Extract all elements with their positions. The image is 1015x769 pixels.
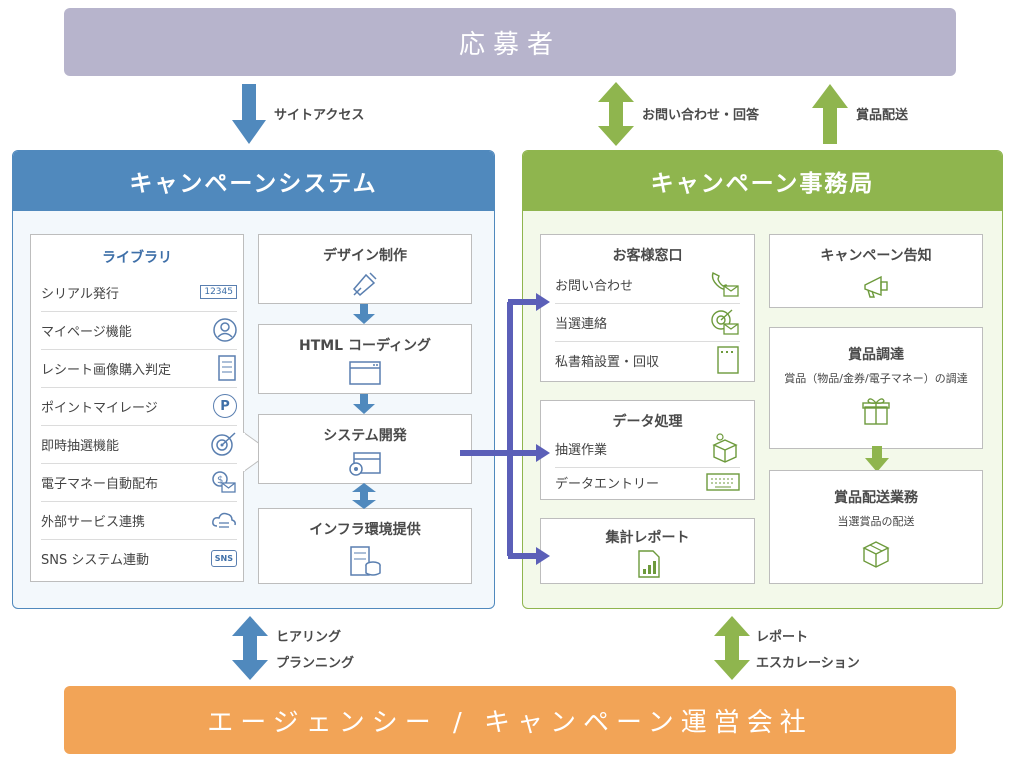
site-access-label: サイトアクセス bbox=[274, 108, 365, 123]
support-box: お客様窓口 お問い合わせ 当選連絡 私書箱設置・回収 bbox=[540, 234, 755, 382]
step-design: デザイン制作 bbox=[258, 234, 472, 304]
prize-ship-arrow bbox=[812, 84, 848, 144]
support-item-label: 私書箱設置・回収 bbox=[555, 354, 660, 370]
library-item-label: SNS システム連動 bbox=[41, 552, 149, 568]
svg-text:$: $ bbox=[217, 475, 223, 486]
report-arrow bbox=[714, 616, 750, 680]
procure-to-delivery-arrow bbox=[865, 446, 889, 472]
megaphone-icon bbox=[770, 273, 982, 299]
library-item-label: ポイントマイレージ bbox=[41, 400, 158, 416]
library-item-emoney: 電子マネー自動配布 $ bbox=[41, 463, 237, 502]
aggregate-report-title: 集計レポート bbox=[605, 530, 690, 546]
applicant-bar: 応募者 bbox=[64, 8, 956, 76]
support-item-winner: 当選連絡 bbox=[555, 303, 740, 342]
library-box: ライブラリ シリアル発行 12345 マイページ機能 レシート画像購入判定 ポイ… bbox=[30, 234, 244, 582]
keyboard-icon bbox=[706, 472, 740, 492]
hearing-arrow bbox=[232, 616, 268, 680]
escalation-label: エスカレーション bbox=[756, 656, 860, 671]
library-item-label: マイページ機能 bbox=[41, 324, 132, 340]
gift-icon bbox=[770, 396, 982, 426]
data-processing-title: データ処理 bbox=[612, 414, 683, 430]
support-item-label: お問い合わせ bbox=[555, 278, 634, 294]
prize-procurement-title: 賞品調達 bbox=[848, 347, 904, 363]
point-icon: P bbox=[213, 394, 237, 418]
library-item-lottery: 即時抽選機能 bbox=[41, 425, 237, 464]
data-item-label: 抽選作業 bbox=[555, 442, 608, 458]
step-arrow-3 bbox=[352, 483, 376, 509]
system-to-office-connector bbox=[458, 286, 552, 566]
library-item-receipt: レシート画像購入判定 bbox=[41, 349, 237, 388]
lottery-box-icon bbox=[710, 433, 740, 463]
library-title: ライブラリ bbox=[102, 250, 172, 266]
inquiry-arrow bbox=[598, 82, 634, 146]
campaign-notice-title: キャンペーン告知 bbox=[820, 248, 932, 264]
library-item-label: レシート画像購入判定 bbox=[41, 362, 172, 378]
report-label: レポート bbox=[756, 630, 809, 645]
data-processing-box: データ処理 抽選作業 データエントリー bbox=[540, 400, 755, 500]
library-item-label: 電子マネー自動配布 bbox=[41, 476, 159, 492]
cloud-sync-icon bbox=[211, 510, 237, 530]
pen-nib-icon bbox=[259, 271, 471, 297]
user-icon bbox=[213, 318, 237, 342]
step-system-dev-label: システム開発 bbox=[323, 428, 407, 444]
campaign-system-title: キャンペーンシステム bbox=[13, 151, 494, 211]
support-title: お客様窓口 bbox=[612, 248, 683, 264]
support-item-inquiry: お問い合わせ bbox=[555, 265, 740, 304]
campaign-office-title: キャンペーン事務局 bbox=[523, 151, 1002, 211]
agency-bar: エージェンシー / キャンペーン運営会社 bbox=[64, 686, 956, 754]
library-item-label: 外部サービス連携 bbox=[41, 514, 146, 530]
package-icon bbox=[770, 539, 982, 569]
support-item-label: 当選連絡 bbox=[555, 316, 608, 332]
site-access-arrow bbox=[232, 84, 266, 144]
server-icon bbox=[259, 545, 471, 577]
gear-window-icon bbox=[259, 451, 471, 477]
chart-report-icon bbox=[637, 549, 661, 579]
library-item-label: 即時抽選機能 bbox=[41, 438, 120, 454]
library-item-label: シリアル発行 bbox=[41, 286, 119, 302]
target-icon bbox=[211, 432, 237, 456]
target-mail-icon bbox=[710, 308, 740, 336]
step-html: HTML コーディング bbox=[258, 324, 472, 394]
serial-number-icon: 12345 bbox=[200, 285, 237, 299]
inquiry-label: お問い合わせ・回答 bbox=[642, 108, 760, 123]
step-infra: インフラ環境提供 bbox=[258, 508, 472, 584]
step-system-dev: システム開発 bbox=[258, 414, 472, 484]
library-item-point: ポイントマイレージ P bbox=[41, 387, 237, 426]
step-infra-label: インフラ環境提供 bbox=[309, 522, 421, 538]
step-arrow-1 bbox=[353, 304, 375, 324]
library-item-external: 外部サービス連携 bbox=[41, 501, 237, 540]
money-mail-icon: $ bbox=[211, 470, 237, 494]
data-item-label: データエントリー bbox=[555, 476, 660, 492]
data-item-lottery: 抽選作業 bbox=[555, 429, 740, 468]
library-item-serial: シリアル発行 12345 bbox=[41, 273, 237, 312]
mailbox-icon bbox=[716, 345, 740, 375]
library-item-sns: SNS システム連動 SNS bbox=[41, 539, 237, 577]
step-arrow-2 bbox=[353, 394, 375, 414]
sns-icon: SNS bbox=[210, 549, 237, 567]
campaign-notice-box: キャンペーン告知 bbox=[769, 234, 983, 308]
browser-window-icon bbox=[259, 361, 471, 385]
step-design-label: デザイン制作 bbox=[323, 248, 407, 264]
aggregate-report-box: 集計レポート bbox=[540, 518, 755, 584]
support-item-mailbox: 私書箱設置・回収 bbox=[555, 341, 740, 379]
step-html-label: HTML コーディング bbox=[298, 338, 431, 354]
receipt-icon bbox=[217, 355, 237, 381]
hearing-label: ヒアリング bbox=[276, 630, 342, 645]
planning-label: プランニング bbox=[276, 656, 355, 671]
prize-delivery-box: 賞品配送業務 当選賞品の配送 bbox=[769, 470, 983, 584]
prize-delivery-sub: 当選賞品の配送 bbox=[837, 515, 915, 528]
prize-procurement-box: 賞品調達 賞品（物品/金券/電子マネー）の調達 bbox=[769, 327, 983, 449]
prize-procurement-sub: 賞品（物品/金券/電子マネー）の調達 bbox=[784, 372, 968, 385]
library-item-mypage: マイページ機能 bbox=[41, 311, 237, 350]
data-item-entry: データエントリー bbox=[555, 463, 740, 501]
prize-delivery-title: 賞品配送業務 bbox=[834, 490, 918, 506]
prize-ship-label: 賞品配送 bbox=[856, 108, 909, 123]
phone-mail-icon bbox=[710, 270, 740, 298]
